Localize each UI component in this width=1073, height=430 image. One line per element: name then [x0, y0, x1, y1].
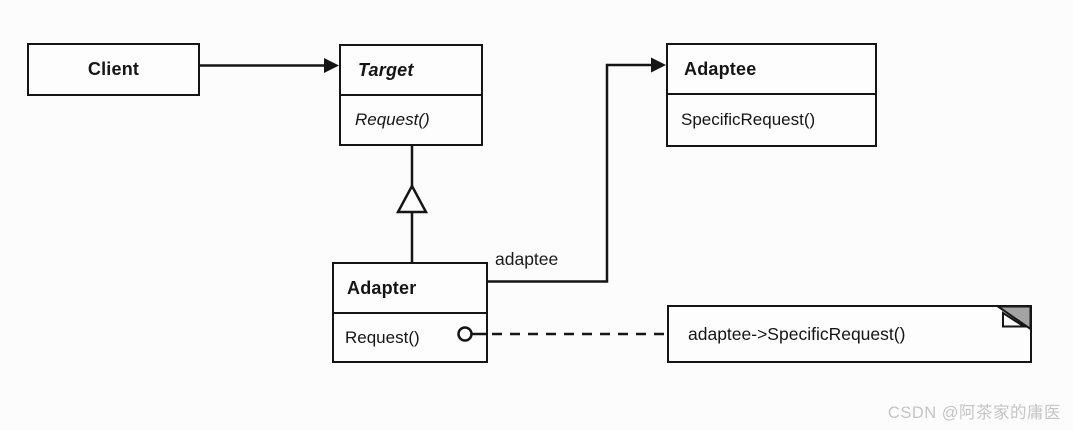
generalization-adapter-target [395, 146, 429, 262]
inheritance-triangle [395, 183, 429, 214]
association-label-adaptee: adaptee [495, 249, 559, 269]
method-target-request: Request() [355, 110, 430, 129]
class-name-adapter: Adapter [334, 264, 486, 314]
class-name-target: Target [341, 46, 481, 96]
association-client-target [200, 58, 339, 73]
arrowhead-adapter-adaptee [651, 57, 666, 73]
note-text: adaptee->SpecificRequest() [688, 323, 906, 344]
class-box-adaptee: Adaptee SpecificRequest() [666, 43, 877, 147]
method-adapter-request: Request() [345, 327, 420, 347]
association-adapter-adaptee [488, 57, 666, 283]
watermark-text: CSDN @阿茶家的庸医 [887, 404, 1061, 422]
class-box-client: Client [27, 43, 200, 96]
class-box-target: Target Request() [339, 44, 483, 146]
method-adaptee-specificrequest: SpecificRequest() [681, 110, 816, 129]
arrowhead-client-target [324, 58, 339, 73]
note-box: adaptee->SpecificRequest() [667, 305, 1032, 363]
class-name-client: Client [87, 59, 140, 79]
class-box-adapter: Adapter Request() [332, 262, 488, 363]
dashed-link-request-note [457, 326, 667, 342]
class-name-adaptee: Adaptee [668, 45, 875, 95]
